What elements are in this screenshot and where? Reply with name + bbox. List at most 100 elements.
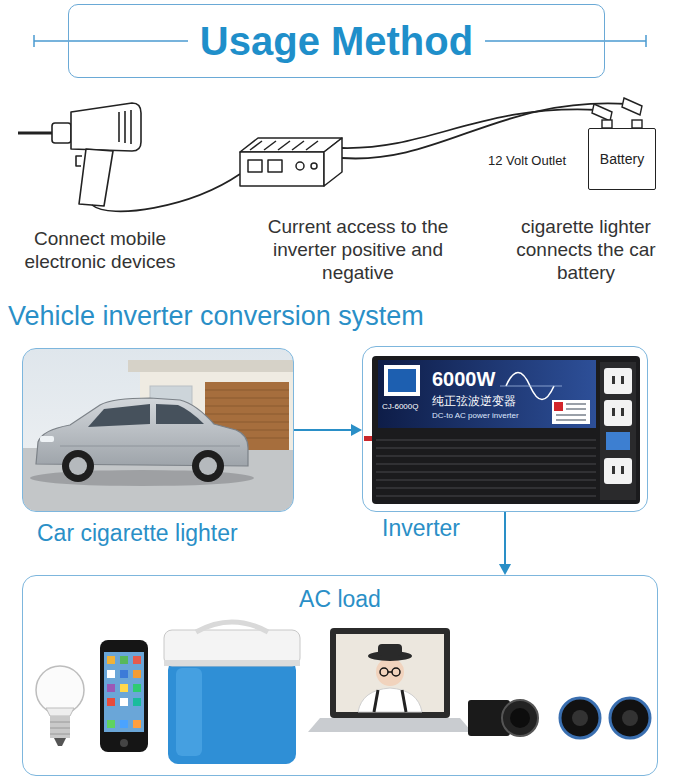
inverter-drawing <box>240 152 324 186</box>
inverter-photo <box>552 400 590 424</box>
phone-icon <box>104 652 144 732</box>
phone-icon <box>133 670 141 678</box>
inverter-photo <box>612 376 615 384</box>
cooler-icon <box>168 660 296 764</box>
laptop-icon <box>380 668 400 676</box>
inverter-photo <box>500 386 562 387</box>
drill-drawing <box>130 110 132 144</box>
text-label: 12 Volt Outlet <box>488 153 566 169</box>
phone-icon <box>107 684 115 692</box>
inverter-photo <box>376 479 596 481</box>
inverter-photo <box>554 402 563 411</box>
inverter-drawing <box>248 160 262 172</box>
bulb-icon <box>50 722 70 723</box>
bulb-icon <box>36 666 84 714</box>
phone-icon <box>107 656 115 664</box>
inverter-photo <box>376 495 596 497</box>
laptop-icon <box>308 718 472 732</box>
phone-icon <box>120 670 128 678</box>
cooler-icon <box>164 622 300 764</box>
inverter-photo <box>604 368 632 394</box>
phone-icon <box>133 720 141 728</box>
inverter-photo <box>556 414 586 416</box>
inverter-drawing <box>250 141 262 150</box>
phone-icon <box>107 698 115 706</box>
phone-icon <box>107 720 115 728</box>
drill-drawing <box>79 149 113 206</box>
node-text: Battery <box>600 151 644 167</box>
camera-icon <box>502 700 538 736</box>
cooler-icon <box>164 630 300 666</box>
title-frame: Usage Method <box>68 4 605 78</box>
drill-drawing <box>118 112 120 142</box>
battery-clamps <box>592 98 642 121</box>
laptop-icon <box>336 634 444 712</box>
connector-line <box>294 429 351 431</box>
battery-cables <box>342 103 628 158</box>
car-photo <box>69 457 87 475</box>
bulb-icon <box>50 728 70 729</box>
inverter-drawing <box>311 163 317 169</box>
inverter-drawing <box>324 138 342 186</box>
inverter-photo <box>376 471 596 473</box>
cooler-icon <box>164 660 300 666</box>
inverter-photo <box>566 408 586 410</box>
phone-icon <box>133 684 141 692</box>
arrow-head <box>499 564 511 575</box>
phone-icon <box>107 670 115 678</box>
phone-icon <box>120 698 128 706</box>
node-text: AC load <box>23 586 657 612</box>
inverter-drawing <box>264 141 276 150</box>
battery-terminals <box>632 120 642 128</box>
car-photo <box>60 446 240 447</box>
inverter-drawing <box>306 141 318 150</box>
inverter-photo <box>612 466 615 474</box>
speaker-icon <box>622 710 638 726</box>
inverter-photo <box>606 432 630 450</box>
speaker-icon <box>560 698 650 738</box>
cooler-icon <box>196 622 268 632</box>
inverter-photo <box>363 347 647 511</box>
laptop-icon <box>392 668 400 676</box>
car-photo <box>205 406 289 407</box>
bulb-icon <box>50 722 70 734</box>
battery-cables <box>342 103 628 158</box>
inverter-photo <box>388 369 416 392</box>
photo-panel: Car cigarette lighter <box>22 348 294 512</box>
bulb-icon <box>50 716 70 738</box>
inverter-photo <box>376 440 596 496</box>
laptop-icon <box>374 690 378 712</box>
camera-icon <box>510 708 530 728</box>
bulb-icon <box>46 708 74 716</box>
speaker-icon <box>610 698 650 738</box>
battery-clamps <box>592 104 612 121</box>
laptop-icon <box>376 658 404 686</box>
inverter-photo <box>612 376 624 474</box>
car-photo <box>205 414 289 415</box>
inverter-photo <box>612 408 615 416</box>
laptop-icon <box>402 690 406 712</box>
load-panel: AC load <box>22 575 658 776</box>
drill-drawing <box>52 123 71 143</box>
text-label: Vehicle inverter conversion system <box>8 300 424 332</box>
cooler-icon <box>176 668 202 756</box>
car-photo <box>23 349 293 511</box>
phone-icon <box>120 684 128 692</box>
battery-cables <box>342 109 598 148</box>
text-label: DC-to AC power inverter <box>432 411 519 421</box>
phone-icon <box>133 698 141 706</box>
car-photo <box>205 422 289 423</box>
car-photo <box>205 390 289 391</box>
laptop-icon <box>388 671 392 673</box>
phone-icon <box>133 656 141 664</box>
connector-arrow <box>294 424 362 436</box>
drill-drawing <box>18 132 54 135</box>
text-label: Connect mobile electronic devices <box>6 228 194 274</box>
text-label: 6000W <box>432 367 495 391</box>
title-rule <box>645 35 647 47</box>
arrow-head <box>351 424 362 436</box>
